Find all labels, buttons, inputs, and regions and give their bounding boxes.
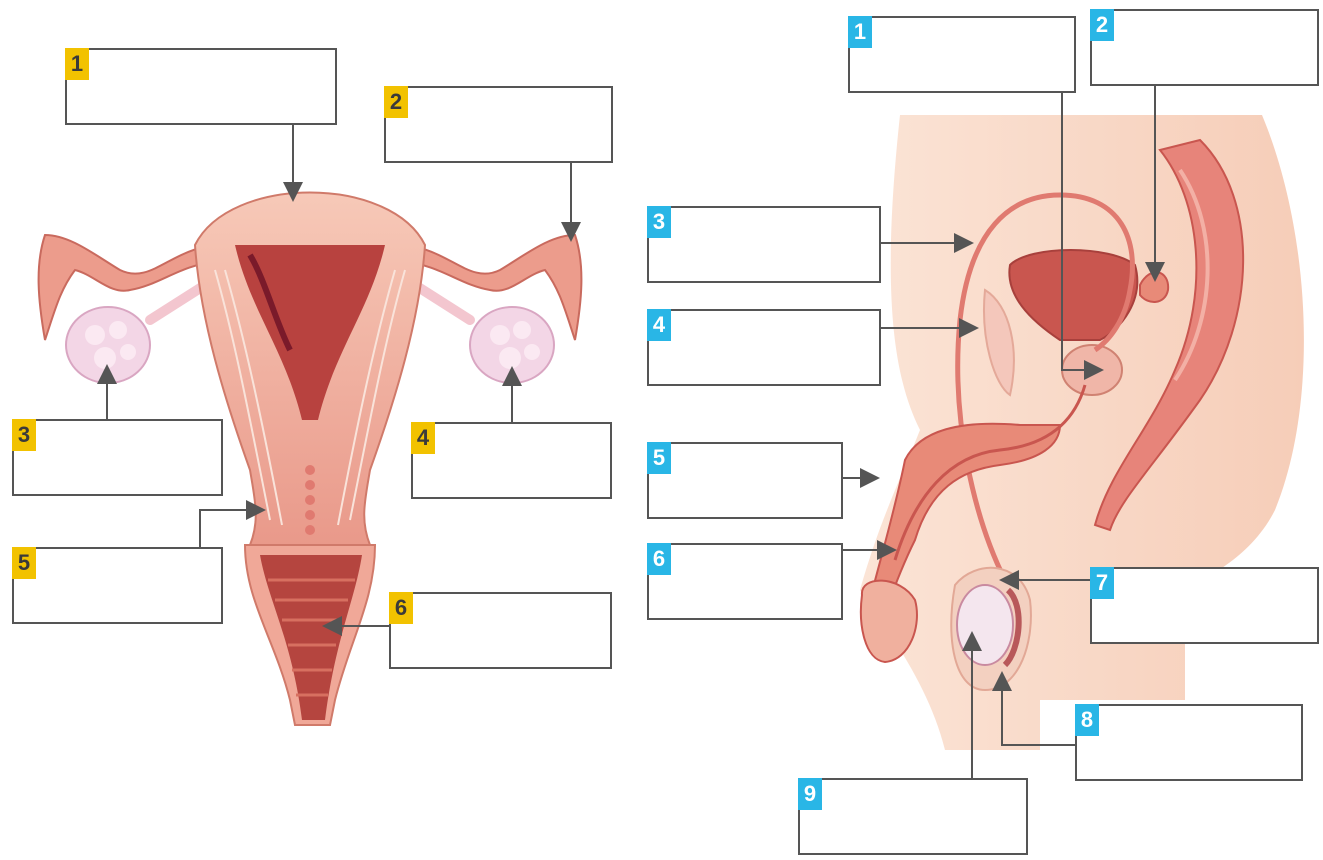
female-label-answer[interactable] [443,428,604,493]
male-label-box-6[interactable]: 6 [647,543,843,620]
male-label-box-3[interactable]: 3 [647,206,881,283]
female-label-answer[interactable] [97,54,329,119]
male-label-answer[interactable] [1107,710,1295,775]
male-label-number-badge: 9 [798,778,822,810]
male-label-box-5[interactable]: 5 [647,442,843,519]
male-label-answer[interactable] [1122,15,1311,80]
female-label-answer[interactable] [44,425,215,490]
female-label-box-2[interactable]: 2 [384,86,613,163]
male-label-number-badge: 7 [1090,567,1114,599]
left-ovarian-ligament [150,285,205,320]
male-label-box-4[interactable]: 4 [647,309,881,386]
female-label-number-badge: 3 [12,419,36,451]
male-label-box-2[interactable]: 2 [1090,9,1319,86]
female-label-number-badge: 4 [411,422,435,454]
male-label-box-9[interactable]: 9 [798,778,1028,855]
male-label-number-badge: 6 [647,543,671,575]
male-label-answer[interactable] [679,315,873,380]
male-label-number-badge: 4 [647,309,671,341]
male-label-answer[interactable] [830,784,1020,849]
male-label-number-badge: 8 [1075,704,1099,736]
testis [957,585,1013,665]
male-label-number-badge: 1 [848,16,872,48]
male-label-answer[interactable] [880,22,1068,87]
right-ovarian-ligament [415,285,470,320]
male-label-number-badge: 3 [647,206,671,238]
female-label-answer[interactable] [416,92,605,157]
female-label-number-badge: 5 [12,547,36,579]
male-label-box-8[interactable]: 8 [1075,704,1303,781]
female-label-answer[interactable] [44,553,215,618]
male-label-answer[interactable] [679,549,835,614]
female-label-box-6[interactable]: 6 [389,592,612,669]
male-label-answer[interactable] [679,448,835,513]
male-label-number-badge: 2 [1090,9,1114,41]
female-label-box-5[interactable]: 5 [12,547,223,624]
male-reproductive-illustration [843,85,1304,778]
male-label-answer[interactable] [679,212,873,277]
male-label-number-badge: 5 [647,442,671,474]
female-label-number-badge: 2 [384,86,408,118]
female-label-box-1[interactable]: 1 [65,48,337,125]
male-label-answer[interactable] [1122,573,1311,638]
female-label-number-badge: 6 [389,592,413,624]
male-label-box-7[interactable]: 7 [1090,567,1319,644]
female-label-number-badge: 1 [65,48,89,80]
female-label-box-4[interactable]: 4 [411,422,612,499]
female-label-box-3[interactable]: 3 [12,419,223,496]
female-label-answer[interactable] [421,598,604,663]
male-label-box-1[interactable]: 1 [848,16,1076,93]
